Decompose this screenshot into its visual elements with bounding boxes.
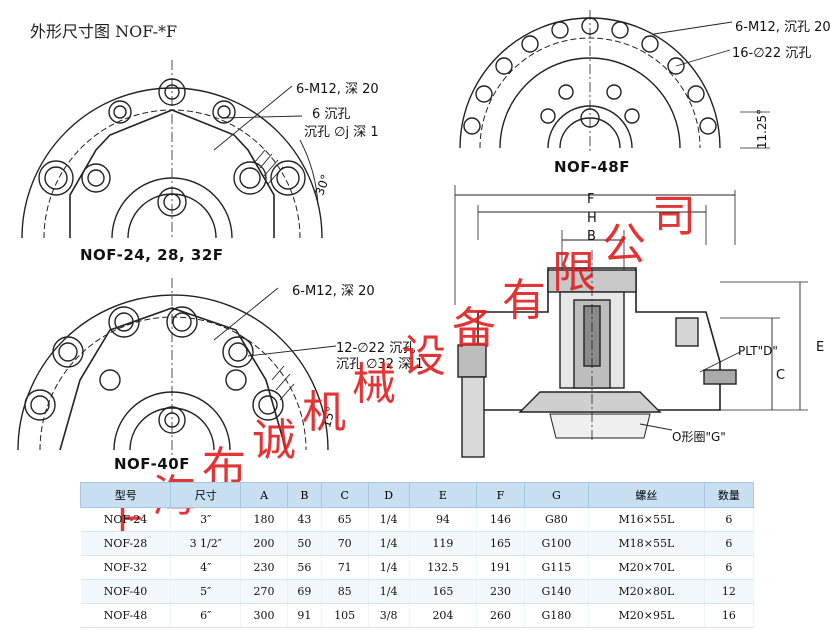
table-cell: 165 <box>476 531 525 556</box>
table-cell: 191 <box>476 555 525 580</box>
header-d: D <box>367 482 410 508</box>
spec-table-header: 型号 尺寸 A B C D E F G 螺丝 数量 <box>79 482 755 508</box>
table-cell: 230 <box>240 555 289 580</box>
table-row: NOF-48 6″ 300 91 105 3/8 204 260 G180 M2… <box>80 603 755 628</box>
bottom-left-depth-label: 沉孔 ∅32 深 1 <box>336 357 424 372</box>
table-cell: M20×95L <box>588 603 705 628</box>
table-cell: 3 1/2″ <box>170 531 241 556</box>
table-cell: G100 <box>524 531 590 556</box>
table-cell: 43 <box>287 507 322 532</box>
top-left-model-label: NOF-24, 28, 32F <box>80 246 224 264</box>
table-cell: 16 <box>704 603 755 628</box>
top-right-view <box>459 10 770 152</box>
table-cell: G80 <box>524 507 590 532</box>
table-cell: NOF-40 <box>80 579 172 604</box>
bottom-left-view <box>17 278 337 455</box>
bottom-left-holes-label: 12-∅22 沉孔 <box>336 341 416 356</box>
top-left-view <box>21 60 323 240</box>
table-cell: 1/4 <box>368 555 410 580</box>
table-cell: 6″ <box>170 603 241 628</box>
table-cell: 204 <box>409 603 478 628</box>
top-left-depth-label: 沉孔 ∅j 深 1 <box>304 125 379 140</box>
table-cell: M16×55L <box>588 507 705 532</box>
table-cell: 230 <box>476 579 525 604</box>
table-cell: 6 <box>704 555 755 580</box>
table-row: NOF-28 3 1/2″ 200 50 70 1/4 119 165 G100… <box>80 531 755 556</box>
header-b: B <box>287 482 322 508</box>
table-cell: G180 <box>524 603 590 628</box>
table-cell: 6 <box>704 507 755 532</box>
header-a: A <box>239 482 289 508</box>
dimension-drawing <box>17 10 808 458</box>
header-e: E <box>408 482 478 508</box>
table-cell: 132.5 <box>409 555 478 580</box>
table-cell: 3″ <box>170 507 241 532</box>
header-c: C <box>320 482 369 508</box>
table-cell: 50 <box>287 531 322 556</box>
top-left-holes-label: 6 沉孔 <box>312 107 351 122</box>
section-view <box>454 185 808 458</box>
table-row: NOF-24 3″ 180 43 65 1/4 94 146 G80 M16×5… <box>80 507 755 532</box>
table-cell: 119 <box>409 531 478 556</box>
right-model-label: NOF-48F <box>554 158 630 176</box>
table-cell: 300 <box>240 603 289 628</box>
header-screw: 螺丝 <box>588 482 705 508</box>
dim-f-label: F <box>587 192 595 207</box>
page-title: 外形尺寸图 NOF-*F <box>30 22 178 41</box>
table-cell: 146 <box>476 507 525 532</box>
table-cell: 12 <box>704 579 755 604</box>
table-cell: 1/4 <box>368 531 410 556</box>
right-holes-label: 16-∅22 沉孔 <box>732 46 812 61</box>
header-qty: 数量 <box>703 482 755 508</box>
table-cell: 70 <box>321 531 369 556</box>
table-cell: 200 <box>240 531 289 556</box>
table-cell: 4″ <box>170 555 241 580</box>
table-cell: 5″ <box>170 579 241 604</box>
table-cell: G140 <box>524 579 590 604</box>
table-cell: NOF-24 <box>80 507 172 532</box>
header-g: G <box>523 482 590 508</box>
table-cell: NOF-32 <box>80 555 172 580</box>
header-model: 型号 <box>79 482 172 508</box>
table-cell: 1/4 <box>368 507 410 532</box>
table-cell: NOF-28 <box>80 531 172 556</box>
table-cell: 85 <box>321 579 369 604</box>
plt-d-label: PLT"D" <box>738 344 778 358</box>
table-cell: 105 <box>321 603 369 628</box>
table-cell: 165 <box>409 579 478 604</box>
table-cell: 180 <box>240 507 289 532</box>
dim-b-label: B <box>587 229 596 244</box>
table-cell: 3/8 <box>368 603 410 628</box>
bottom-left-model-label: NOF-40F <box>114 455 190 473</box>
table-row: NOF-40 5″ 270 69 85 1/4 165 230 G140 M20… <box>80 579 755 604</box>
header-size: 尺寸 <box>170 482 241 508</box>
top-left-m12-label: 6-M12, 深 20 <box>296 82 379 97</box>
dim-e-label: E <box>816 340 825 355</box>
table-cell: M20×80L <box>588 579 705 604</box>
table-cell: M18×55L <box>588 531 705 556</box>
dim-h-label: H <box>587 211 597 226</box>
table-cell: 270 <box>240 579 289 604</box>
table-row: NOF-32 4″ 230 56 71 1/4 132.5 191 G115 M… <box>80 555 755 580</box>
table-cell: NOF-48 <box>80 603 172 628</box>
table-cell: 94 <box>409 507 478 532</box>
table-cell: 56 <box>287 555 322 580</box>
table-cell: 1/4 <box>368 579 410 604</box>
table-cell: 91 <box>287 603 322 628</box>
table-cell: M20×70L <box>588 555 705 580</box>
table-cell: 69 <box>287 579 322 604</box>
table-cell: 260 <box>476 603 525 628</box>
table-cell: 6 <box>704 531 755 556</box>
right-m12-label: 6-M12, 沉孔 20 <box>735 20 830 35</box>
dim-c-label: C <box>776 368 786 383</box>
header-f: F <box>476 482 525 508</box>
spec-table: 型号 尺寸 A B C D E F G 螺丝 数量 NOF-24 3″ 180 … <box>79 482 755 628</box>
oring-g-label: O形圈"G" <box>672 430 726 444</box>
table-cell: G115 <box>524 555 590 580</box>
table-cell: 65 <box>321 507 369 532</box>
bottom-left-m12-label: 6-M12, 深 20 <box>292 284 375 299</box>
right-angle-label: 11.25° <box>755 108 770 150</box>
table-cell: 71 <box>321 555 369 580</box>
